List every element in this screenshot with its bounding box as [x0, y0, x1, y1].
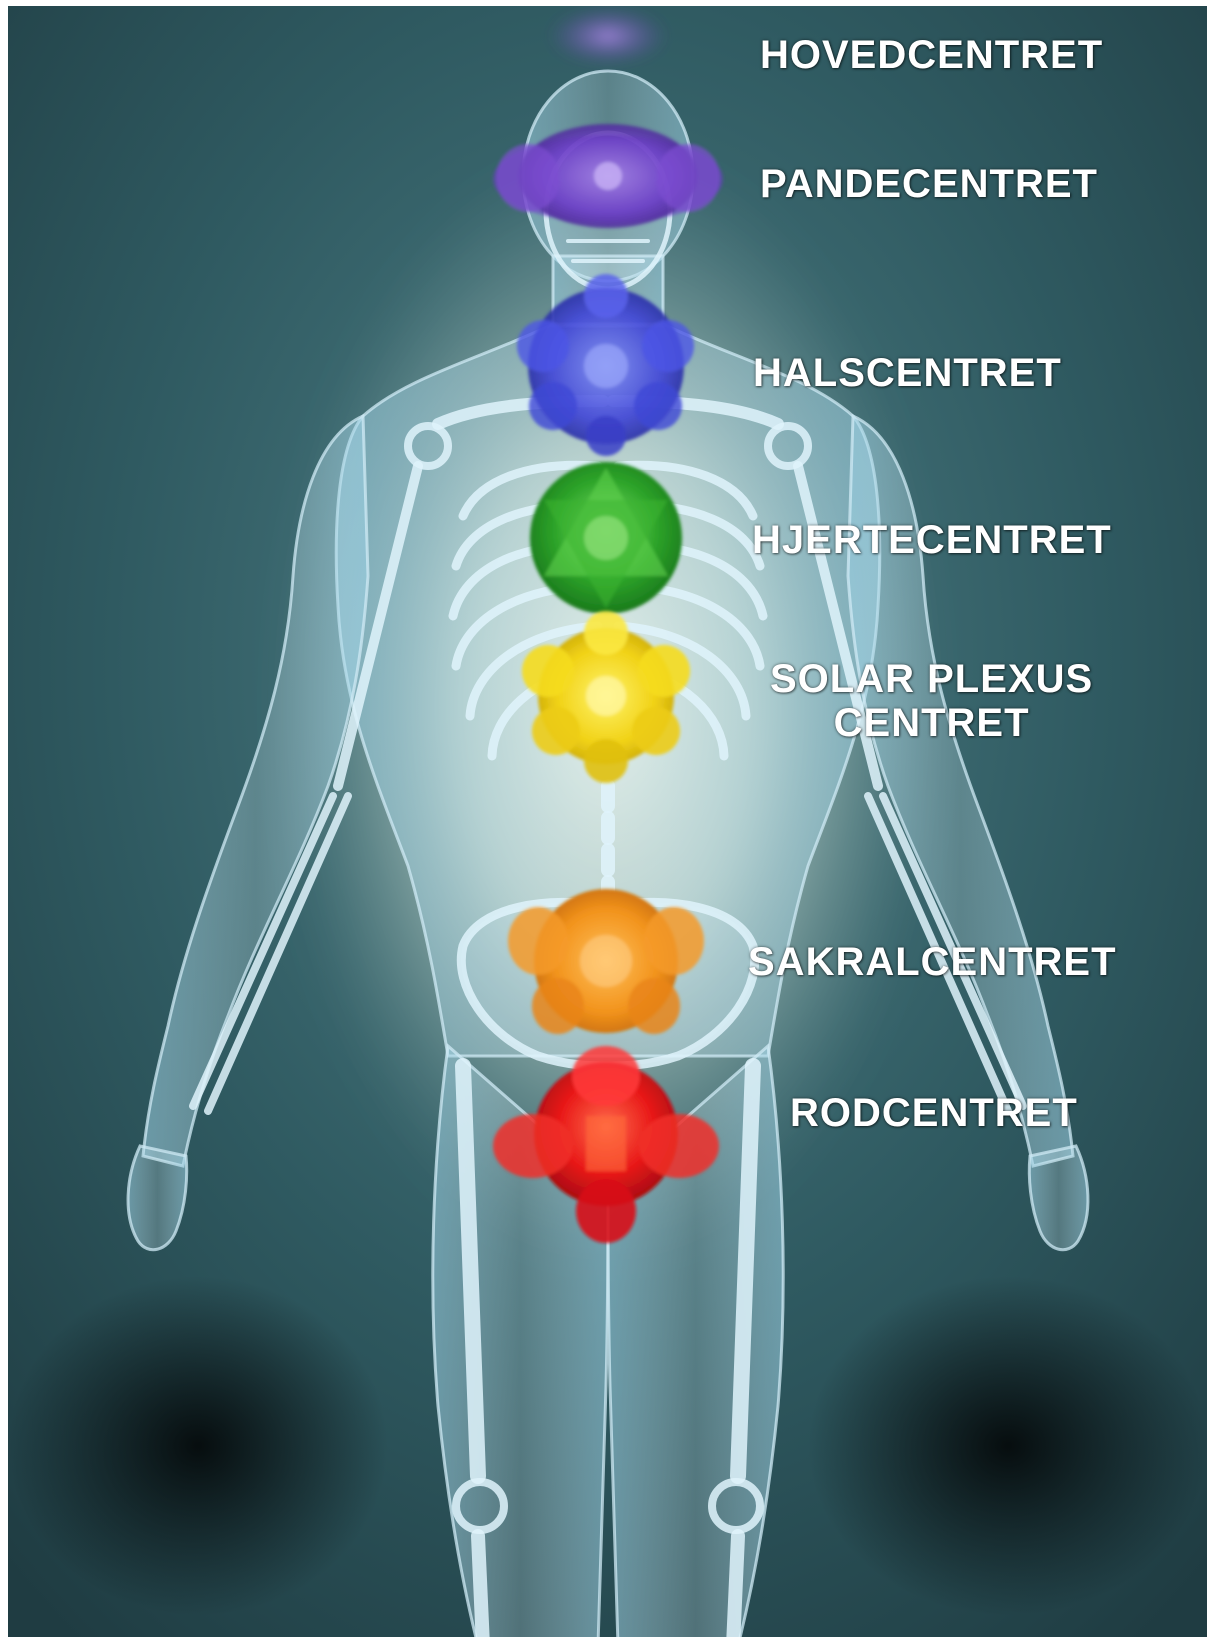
crown-chakra-glow-icon — [548, 6, 668, 66]
label-solar-plexus-line1: SOLAR PLEXUS — [770, 657, 1093, 701]
label-sakralcentret: SAKRALCENTRET — [748, 940, 1117, 984]
label-hovedcentret: HOVEDCENTRET — [760, 33, 1103, 77]
chakra-diagram: HOVEDCENTRET PANDECENTRET HALSCENTRET HJ… — [8, 6, 1207, 1637]
label-solar-plexus-line2: CENTRET — [770, 701, 1093, 745]
label-rodcentret: RODCENTRET — [790, 1091, 1078, 1135]
floor-shadow-right — [808, 1276, 1207, 1616]
label-pandecentret: PANDECENTRET — [760, 162, 1098, 206]
floor-shadow-left — [8, 1276, 388, 1616]
heart-chakra-star-icon — [530, 462, 682, 614]
label-hjertecentret: HJERTECENTRET — [752, 518, 1112, 562]
sacral-chakra-lotus-icon — [508, 889, 704, 1034]
body-illustration — [8, 6, 1207, 1637]
label-halscentret: HALSCENTRET — [753, 351, 1062, 395]
label-solar-plexus-centret: SOLAR PLEXUS CENTRET — [770, 657, 1093, 745]
